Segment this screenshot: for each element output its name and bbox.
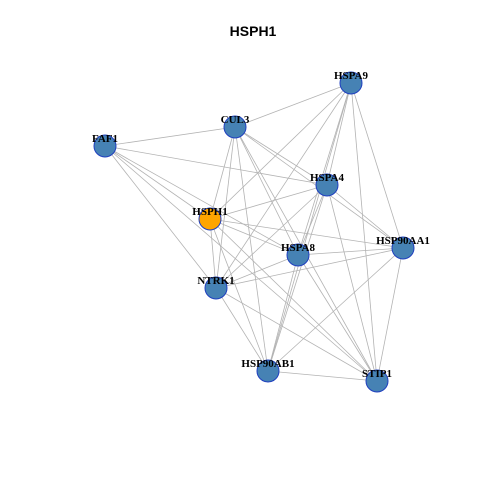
edge-ntrk1-stip1 <box>215 287 378 382</box>
edge-layer <box>104 82 404 382</box>
node-label-stip1: STIP1 <box>362 368 392 380</box>
node-hsp90aa1 <box>391 236 415 260</box>
edge-hspa4-stip1 <box>326 184 378 382</box>
node-label-hspa8: HSPA8 <box>281 242 316 254</box>
node-label-hsp90ab1: HSP90AB1 <box>241 358 294 370</box>
edge-hspa4-hsph1 <box>209 184 328 220</box>
node-label-ntrk1: NTRK1 <box>197 275 234 287</box>
edge-cul3-ntrk1 <box>215 126 236 289</box>
node-label-hspa4: HSPA4 <box>310 172 345 184</box>
edge-hsp90aa1-stip1 <box>376 247 404 382</box>
edge-faf1-ntrk1 <box>104 145 217 289</box>
node-ntrk1 <box>204 276 228 300</box>
edge-hsph1-hspa8 <box>209 218 299 256</box>
node-label-hsp90aa1: HSP90AA1 <box>376 235 430 247</box>
edge-faf1-cul3 <box>104 126 236 147</box>
node-stip1 <box>365 369 389 393</box>
edge-faf1-hspa8 <box>104 145 299 256</box>
edge-faf1-hsph1 <box>104 145 211 220</box>
edge-faf1-hspa4 <box>104 145 328 186</box>
edge-hspa9-hsp90aa1 <box>350 82 404 249</box>
diagram-title: HSPH1 <box>230 23 277 39</box>
edge-hspa9-stip1 <box>350 82 378 382</box>
edge-hsph1-ntrk1 <box>209 218 217 289</box>
node-cul3 <box>223 115 247 139</box>
edge-hspa9-hspa8 <box>297 82 352 256</box>
node-hspa4 <box>315 173 339 197</box>
edge-hspa8-stip1 <box>297 254 378 382</box>
edge-hspa4-ntrk1 <box>215 184 328 289</box>
edge-hspa4-hspa8 <box>297 184 328 256</box>
edge-hsph1-stip1 <box>209 218 378 382</box>
node-hsph1 <box>198 207 222 231</box>
node-hspa8 <box>286 243 310 267</box>
edge-hspa9-hspa4 <box>326 82 352 186</box>
node-faf1 <box>93 134 117 158</box>
edge-hsp90aa1-ntrk1 <box>215 247 404 289</box>
edge-cul3-hsp90ab1 <box>234 126 269 372</box>
edge-cul3-hsph1 <box>209 126 236 220</box>
node-label-cul3: CUL3 <box>221 114 250 126</box>
edge-hsph1-hsp90aa1 <box>209 218 404 249</box>
node-label-faf1: FAF1 <box>92 133 118 145</box>
edge-hsp90ab1-stip1 <box>267 370 378 382</box>
node-layer <box>93 71 415 393</box>
edge-cul3-hspa8 <box>234 126 299 256</box>
edge-hspa4-hsp90aa1 <box>326 184 404 249</box>
label-layer: HSPA9CUL3FAF1HSPA4HSPH1HSP90AA1HSPA8NTRK… <box>92 70 430 380</box>
node-hsp90ab1 <box>256 359 280 383</box>
edge-ntrk1-hsp90ab1 <box>215 287 269 372</box>
node-label-hsph1: HSPH1 <box>192 206 227 218</box>
edge-hsp90aa1-hspa8 <box>297 247 404 256</box>
node-label-hspa9: HSPA9 <box>334 70 369 82</box>
edge-hsph1-hsp90ab1 <box>209 218 269 372</box>
edge-hspa9-ntrk1 <box>215 82 352 289</box>
edge-hspa8-ntrk1 <box>215 254 299 289</box>
edge-cul3-hspa4 <box>234 126 328 186</box>
edge-faf1-stip1 <box>104 145 378 382</box>
edge-hspa4-hsp90ab1 <box>267 184 328 372</box>
edge-cul3-hspa9 <box>234 82 352 128</box>
edge-hsp90aa1-hsp90ab1 <box>267 247 404 372</box>
node-hspa9 <box>339 71 363 95</box>
edge-hspa9-hsph1 <box>209 82 352 220</box>
edge-hspa8-hsp90ab1 <box>267 254 299 372</box>
